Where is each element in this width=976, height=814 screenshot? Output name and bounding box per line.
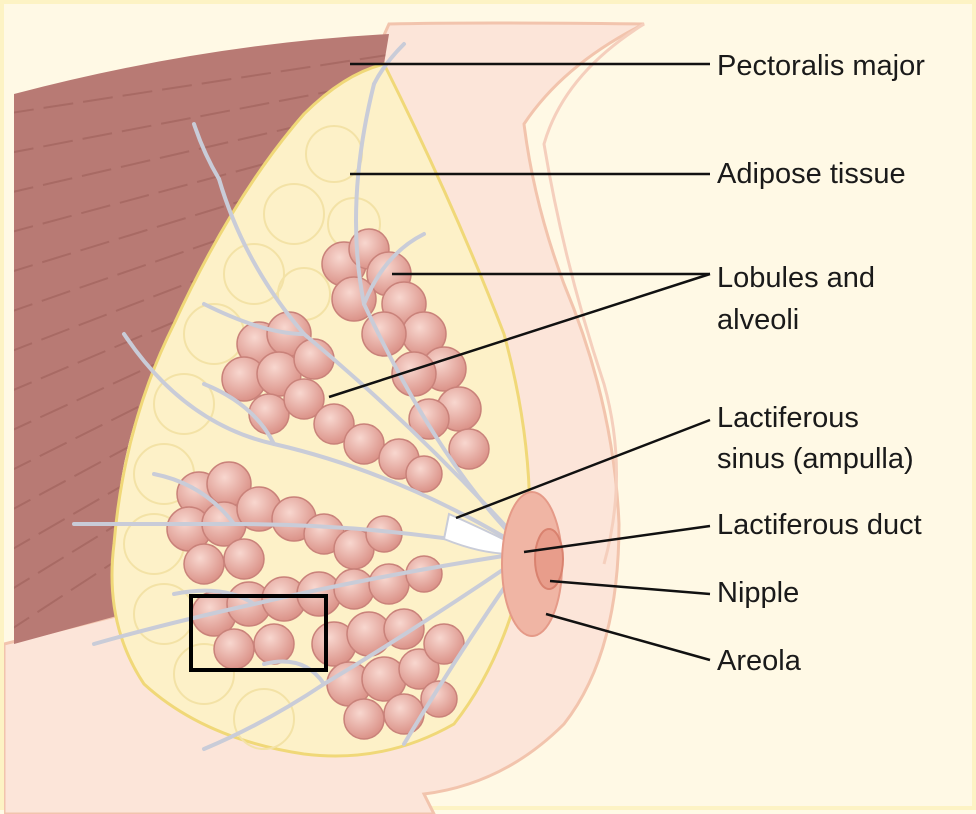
label-sinus-line1: Lactiferous bbox=[717, 397, 859, 439]
label-pectoralis-major: Pectoralis major bbox=[717, 45, 925, 87]
label-lobules-line2: alveoli bbox=[717, 299, 799, 341]
label-adipose-tissue: Adipose tissue bbox=[717, 153, 906, 195]
label-areola: Areola bbox=[717, 640, 801, 682]
label-lactiferous-duct: Lactiferous duct bbox=[717, 504, 922, 546]
label-sinus-line2: sinus (ampulla) bbox=[717, 438, 914, 480]
label-nipple: Nipple bbox=[717, 572, 799, 614]
nipple-shape bbox=[535, 529, 563, 589]
label-lobules-line1: Lobules and bbox=[717, 257, 875, 299]
